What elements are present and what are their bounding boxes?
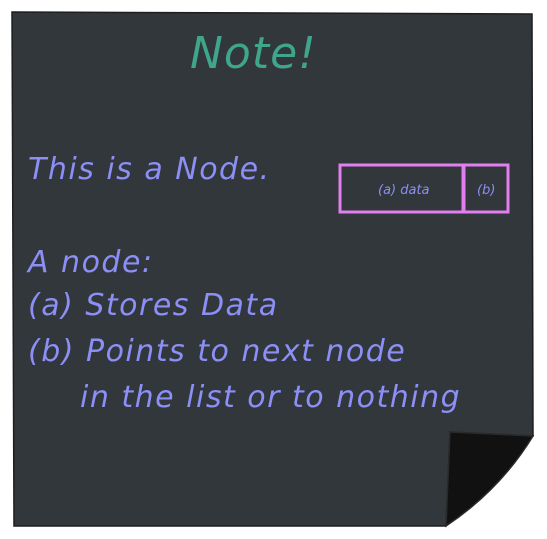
node-pointer-cell [462,163,510,214]
list-heading: A node: [28,245,154,280]
intro-text: This is a Node. [28,152,271,187]
page-curl-icon [445,431,535,528]
list-item-a: (a) Stores Data [28,288,279,323]
node-box: (a) data (b) [338,163,510,214]
note-title: Note! [190,28,317,79]
list-item-b-continued: in the list or to nothing [80,380,462,415]
list-item-b: (b) Points to next node [28,334,407,369]
node-data-label: (a) data [378,183,430,198]
node-pointer-label: (b) [477,183,495,198]
